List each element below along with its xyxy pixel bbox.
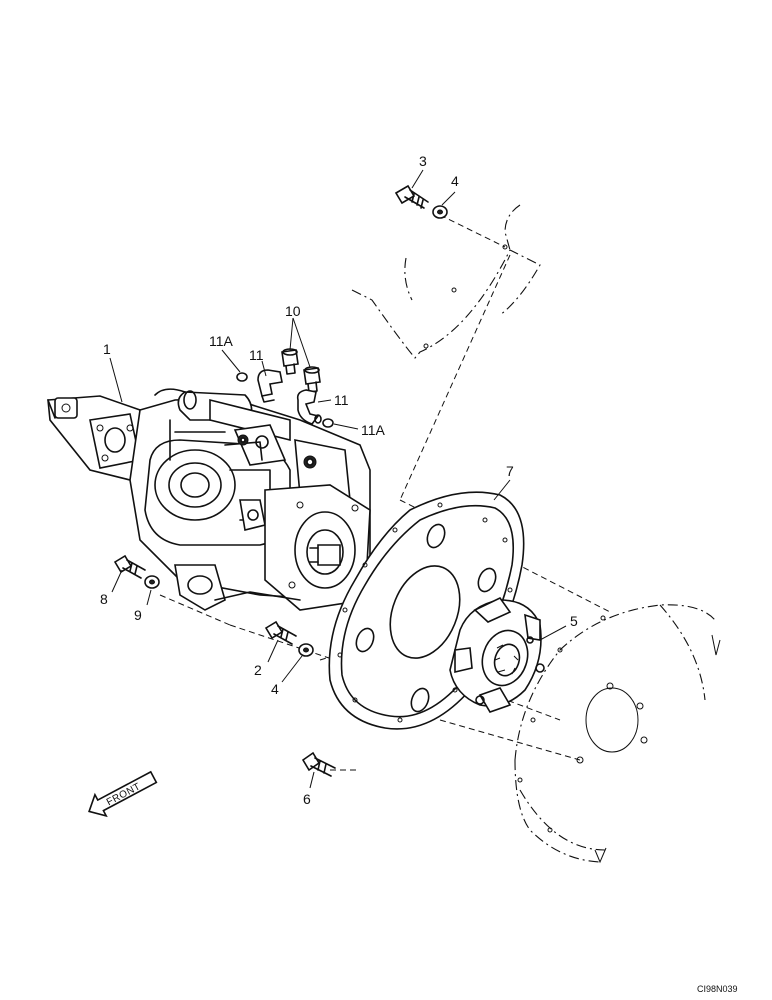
bolt-part-2 — [264, 620, 297, 645]
washer-part-4-top — [432, 205, 448, 219]
figure-code: CI98N039 — [697, 984, 738, 994]
callout-4-top: 4 — [451, 173, 459, 189]
callout-3: 3 — [419, 153, 427, 169]
o-ring-part-11A-right — [322, 418, 334, 428]
flywheel-housing-fragment — [351, 204, 541, 359]
bolt-part-8 — [113, 554, 146, 579]
callout-10: 10 — [285, 303, 301, 319]
callout-11-left: 11 — [249, 347, 264, 363]
engine-flywheel-outline — [514, 604, 721, 864]
flexible-coupling — [449, 596, 545, 713]
elbow-part-11-left — [257, 369, 283, 403]
callout-6: 6 — [303, 791, 311, 807]
callout-1: 1 — [103, 341, 111, 357]
fitting-part-10-left — [281, 348, 299, 375]
washer-part-4-lower — [298, 643, 314, 657]
callout-2: 2 — [254, 662, 262, 678]
callout-7: 7 — [506, 463, 514, 479]
callout-9: 9 — [134, 607, 142, 623]
fitting-part-10-right — [303, 366, 321, 393]
callout-5: 5 — [570, 613, 578, 629]
elbow-part-11-right — [296, 389, 322, 425]
hydraulic-pump-assembly — [47, 388, 371, 611]
callout-8: 8 — [100, 591, 108, 607]
callout-leaders — [109, 169, 567, 789]
o-ring-part-11A-left — [236, 372, 248, 382]
callout-11A-left: 11A — [209, 333, 234, 349]
callout-11A-right: 11A — [361, 422, 386, 438]
front-direction-arrow: FRONT — [88, 770, 158, 818]
bolt-part-3 — [394, 184, 429, 209]
bolt-part-6 — [301, 751, 336, 777]
washer-part-9 — [144, 575, 160, 589]
front-label: FRONT — [105, 781, 143, 808]
callout-11-right: 11 — [334, 392, 349, 408]
callout-4-lower: 4 — [271, 681, 279, 697]
callout-labels: 1 3 4 10 11A 11 11 11A 7 5 8 9 2 4 6 — [100, 153, 578, 807]
